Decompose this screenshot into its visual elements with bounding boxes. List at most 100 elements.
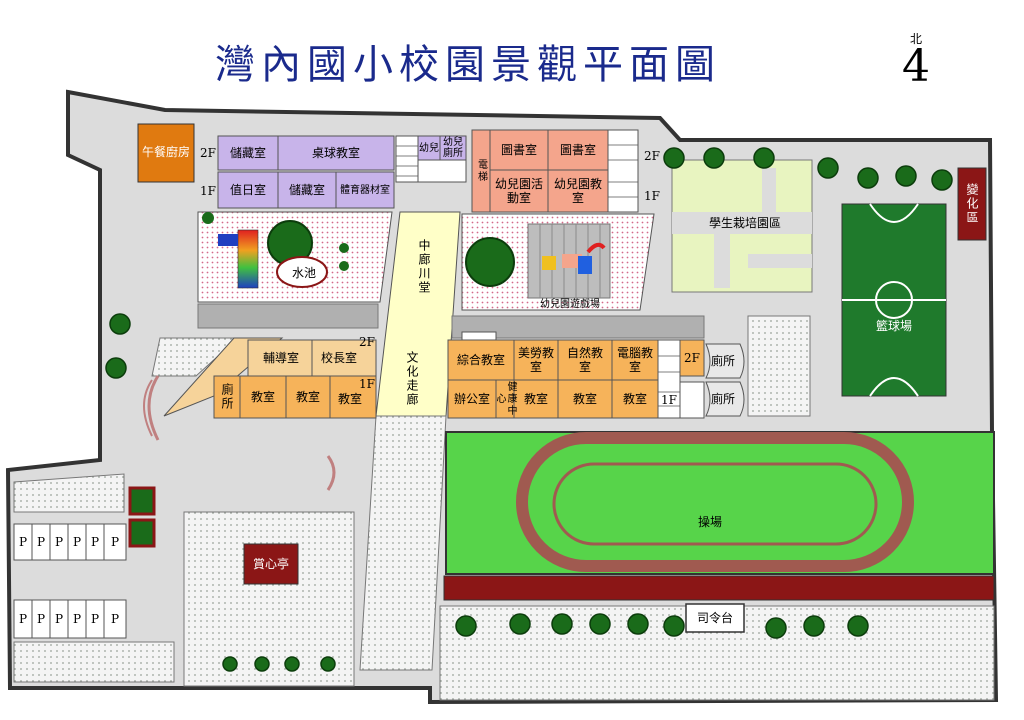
label-computer: 電腦教室	[616, 346, 653, 374]
se-dotted-area	[747, 315, 811, 417]
label-floor2-e: 2F	[644, 149, 660, 163]
pingpong-room	[277, 135, 395, 171]
label-kitchen: 午餐廚房	[141, 145, 190, 159]
label-class-e1: 教室	[523, 392, 548, 406]
label-kinder-activity: 幼兒園活動室	[494, 177, 543, 205]
label-parking: P	[54, 612, 64, 626]
label-floor1-w: 1F	[200, 184, 216, 198]
label-small-room-b: 幼兒廁所	[443, 137, 463, 159]
label-stage: 司令台	[696, 611, 733, 625]
label-pond: 水池	[291, 266, 316, 280]
label-class-w1: 教室	[250, 390, 275, 404]
kinder-classroom	[547, 169, 609, 213]
label-pavilion: 賞心亭	[252, 557, 289, 571]
art-room	[513, 339, 559, 381]
stairs-se-2f	[679, 339, 705, 377]
page-title: 灣內國小校園景觀平面圖	[215, 42, 721, 88]
label-counseling: 輔導室	[262, 351, 299, 365]
toilet-e2	[705, 381, 745, 417]
label-class-e3: 教室	[622, 392, 647, 406]
duty-room	[217, 171, 279, 209]
pavilion	[243, 543, 299, 585]
label-toilet-e2: 廁所	[710, 392, 735, 406]
label-health: 健康中心	[494, 381, 516, 417]
label-sports-equip: 體育器材室	[340, 184, 390, 196]
label-floor2-se: 2F	[684, 351, 700, 365]
classroom-w3	[329, 375, 377, 419]
label-pingpong: 桌球教室	[311, 146, 360, 160]
label-kinder-class: 幼兒園教室	[553, 177, 602, 205]
label-duty: 值日室	[229, 183, 266, 197]
label-floor1-se: 1F	[661, 393, 677, 407]
label-small-room-a: 幼兒	[419, 142, 439, 154]
label-multi: 綜合教室	[456, 353, 505, 367]
label-parking: P	[18, 612, 28, 626]
counseling-room	[247, 339, 313, 377]
label-class-w2: 教室	[295, 390, 320, 404]
west-dotted-strip	[13, 473, 125, 513]
classroom-w1	[239, 375, 287, 419]
north-arrow-icon: 4	[902, 41, 930, 92]
label-recycle: 變化區	[965, 183, 979, 225]
label-floor1-sw: 1F	[359, 377, 375, 391]
stairs-nw	[395, 135, 419, 183]
label-parking: P	[18, 535, 28, 549]
hallway-band-w	[197, 303, 379, 329]
principal-room	[311, 339, 377, 377]
library-2	[547, 129, 609, 171]
label-garden: 學生栽培園區	[708, 216, 781, 230]
label-storage-1f: 儲藏室	[288, 183, 325, 197]
label-parking: P	[54, 535, 64, 549]
computer-room	[611, 339, 659, 381]
label-library-2: 圖書室	[559, 143, 596, 157]
label-parking: P	[36, 612, 46, 626]
north-arrow: 北 4	[896, 30, 936, 92]
sw-dotted-area	[151, 337, 240, 377]
label-science: 自然教室	[566, 346, 603, 374]
parking-area-1	[13, 523, 127, 561]
label-toilet-e1: 廁所	[710, 354, 735, 368]
label-electrical: 電梯	[475, 159, 487, 183]
label-parking: P	[36, 535, 46, 549]
storage-room-1f	[277, 171, 337, 209]
sports-equipment-room	[335, 171, 395, 209]
classroom-e3	[611, 379, 659, 419]
gate-box-2	[128, 518, 156, 548]
label-parking: P	[72, 612, 82, 626]
kitchen-building	[137, 123, 195, 183]
label-library-1: 圖書室	[500, 143, 537, 157]
label-basketball: 籃球場	[875, 319, 912, 333]
label-art: 美勞教室	[517, 346, 554, 374]
label-central-hall: 中廊川堂	[417, 239, 431, 295]
classroom-w2	[285, 375, 331, 419]
classroom-e2	[557, 379, 613, 419]
north-label: 北	[909, 32, 922, 46]
label-class-e2: 教室	[572, 392, 597, 406]
label-floor2-w: 2F	[200, 146, 216, 160]
label-kinder-playground: 幼兒園遊戲場	[540, 298, 600, 310]
label-parking: P	[90, 612, 100, 626]
pond	[276, 256, 328, 288]
label-parking: P	[90, 535, 100, 549]
trees	[105, 147, 953, 672]
gate-box-1	[128, 486, 156, 516]
label-parking: P	[110, 612, 120, 626]
label-toilet-w: 廁所	[220, 383, 234, 411]
rainbow-sculpture	[237, 229, 259, 289]
southwest-dotted	[13, 641, 175, 683]
label-culture-corridor: 文化走廊	[405, 351, 419, 407]
classroom-e1	[513, 379, 559, 419]
label-parking: P	[72, 535, 82, 549]
toilet-e1	[705, 343, 745, 379]
kinder-tree	[465, 237, 515, 287]
recycle-area	[957, 167, 987, 241]
track-south-strip	[443, 575, 995, 601]
label-principal: 校長室	[320, 351, 357, 365]
stairs-se-1f	[679, 381, 705, 419]
label-class-w3: 教室	[337, 392, 362, 406]
label-parking: P	[110, 535, 120, 549]
label-floor1-e: 1F	[644, 189, 660, 203]
stage	[685, 603, 745, 633]
label-floor2-sw: 2F	[359, 335, 375, 349]
